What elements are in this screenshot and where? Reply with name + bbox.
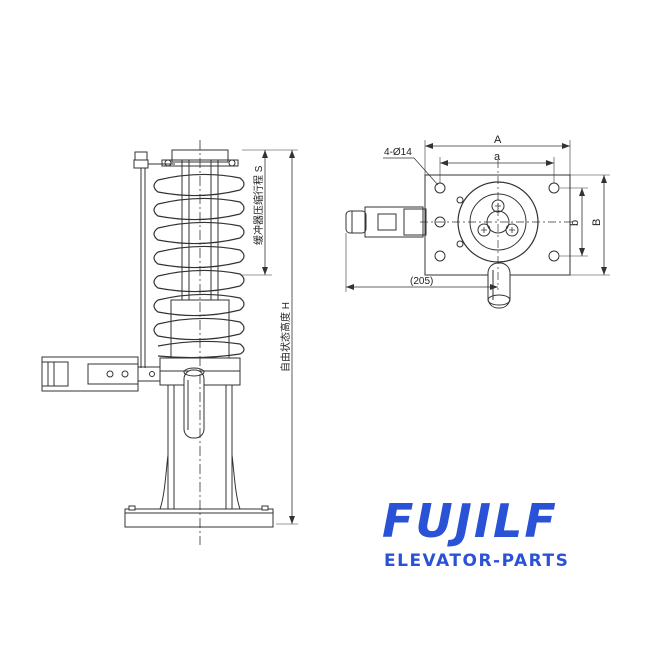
dim-label-hole-spec: 4-Ø14 — [384, 147, 412, 158]
compression-spring — [153, 173, 245, 359]
mount-hole — [434, 250, 446, 262]
mount-hole — [548, 250, 560, 262]
reset-handle — [183, 367, 205, 439]
dim-label-b-upper: B — [591, 219, 603, 226]
side-view — [41, 140, 298, 545]
top-view — [345, 140, 610, 309]
safety-switch — [41, 356, 161, 392]
dim-label-stroke-s: 缓冲器压缩行程 S — [252, 165, 265, 245]
brand-logo-text: FUJILF — [382, 494, 558, 548]
mounting-plate — [424, 174, 571, 276]
dim-label-a-lower: a — [494, 151, 501, 163]
mount-hole — [548, 182, 560, 194]
mount-hole — [434, 182, 446, 194]
brand-tagline: ELEVATOR-PARTS — [384, 551, 570, 571]
base-plate — [124, 508, 274, 528]
dim-label-205: (205) — [410, 276, 433, 287]
dim-label-a-upper: A — [494, 134, 502, 146]
dim-label-height-h: 自由状态高度 H — [279, 302, 292, 372]
dim-label-b-lower: b — [569, 220, 581, 226]
